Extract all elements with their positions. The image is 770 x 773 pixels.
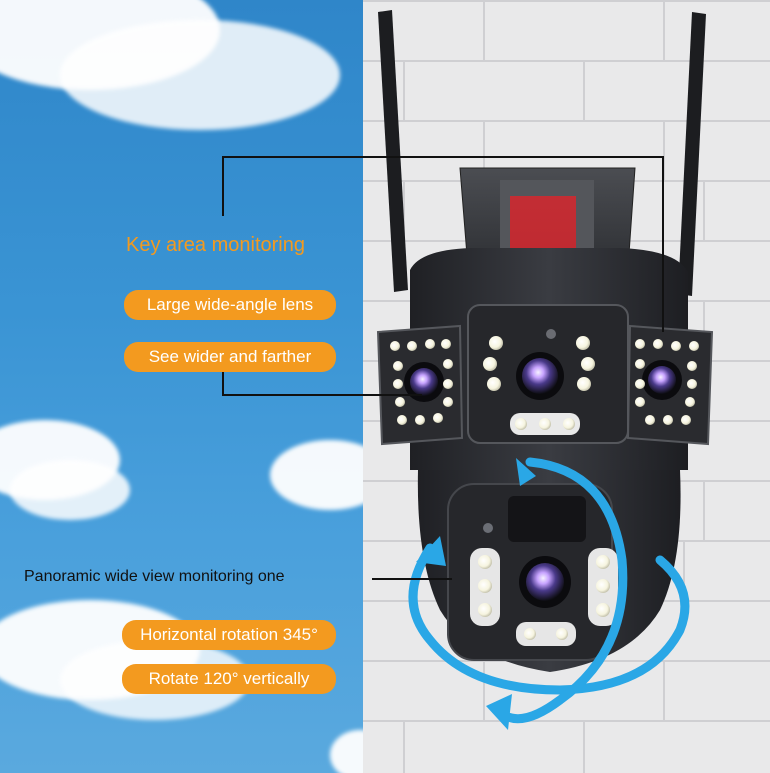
panoramic-label: Panoramic wide view monitoring one bbox=[24, 568, 285, 585]
callout-line bbox=[662, 156, 664, 332]
left-lens-module bbox=[376, 324, 464, 446]
rotation-arrowheads bbox=[416, 458, 536, 730]
cloud bbox=[10, 460, 130, 520]
cloud bbox=[60, 20, 340, 130]
wide-angle-badge: Large wide-angle lens bbox=[124, 290, 336, 320]
key-area-heading: Key area monitoring bbox=[126, 234, 305, 256]
antenna-right bbox=[678, 12, 706, 296]
callout-line bbox=[222, 156, 664, 158]
see-wider-badge: See wider and farther bbox=[124, 342, 336, 372]
callout-line bbox=[222, 156, 224, 216]
rotation-arrow-icon bbox=[408, 457, 690, 724]
upper-housing bbox=[410, 248, 688, 470]
callout-line bbox=[372, 578, 452, 580]
antenna-left bbox=[378, 10, 408, 292]
callout-line bbox=[222, 394, 422, 396]
lower-dome bbox=[417, 470, 681, 672]
callout-line bbox=[222, 370, 224, 396]
horizontal-rotation-badge: Horizontal rotation 345° bbox=[122, 620, 336, 650]
vertical-rotation-badge: Rotate 120° vertically bbox=[122, 664, 336, 694]
right-lens-module bbox=[626, 324, 714, 446]
